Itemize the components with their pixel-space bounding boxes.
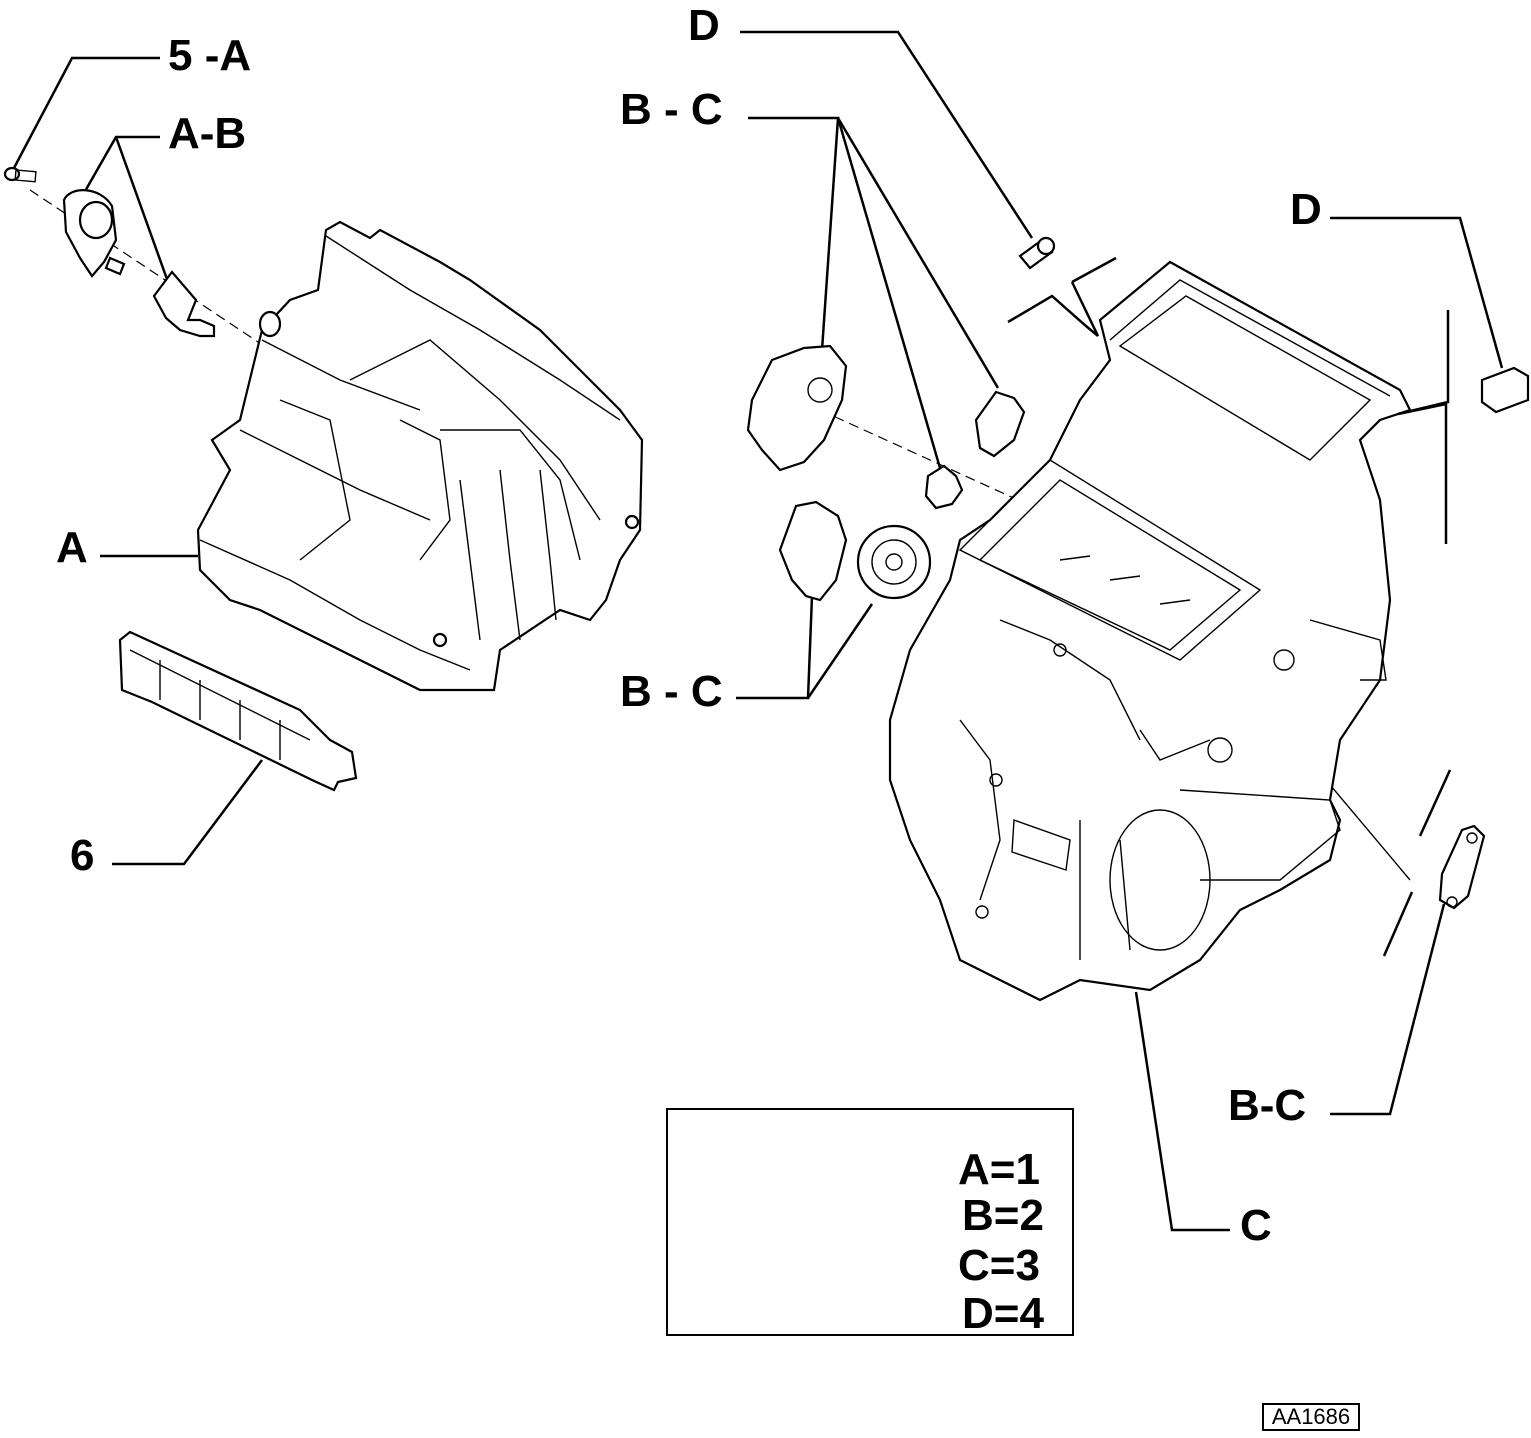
cap-top-part bbox=[1018, 236, 1056, 270]
callout-levers-top: B - C bbox=[620, 85, 723, 134]
leader-cap-right bbox=[1330, 216, 1504, 369]
link-right-part bbox=[1438, 824, 1486, 910]
leader-bracket-2 bbox=[114, 136, 170, 283]
leader-levers-top-3 bbox=[836, 117, 1000, 389]
housing-right-part bbox=[888, 260, 1412, 1002]
callout-screw: 5 -A bbox=[168, 31, 252, 80]
leader-levers-top-1 bbox=[748, 116, 840, 351]
leader-link-right bbox=[1330, 903, 1446, 1116]
leader-screw bbox=[12, 56, 160, 169]
callout-cap-right: D bbox=[1290, 185, 1322, 234]
levers-top-part bbox=[746, 344, 1026, 510]
screw-part bbox=[3, 166, 37, 183]
legend-row-a: A=1 bbox=[958, 1145, 1040, 1194]
leader-levers-bottom-2 bbox=[806, 603, 874, 699]
cap-right-part bbox=[1480, 366, 1530, 414]
legend-row-c: C=3 bbox=[958, 1241, 1040, 1290]
leader-lines bbox=[12, 30, 1504, 1232]
filter-cover-part bbox=[118, 630, 358, 792]
callout-housing-left: A bbox=[56, 523, 88, 572]
leader-levers-top-2 bbox=[836, 117, 942, 469]
bracket-part bbox=[62, 189, 216, 338]
legend-row-b: B=2 bbox=[962, 1191, 1044, 1240]
callout-filter-cover: 6 bbox=[70, 831, 95, 880]
legend-box bbox=[666, 1108, 1074, 1336]
callout-cap-top: D bbox=[688, 1, 720, 50]
callout-levers-bottom: B - C bbox=[620, 667, 723, 716]
leader-cap-top bbox=[740, 30, 1034, 239]
section-break-marks bbox=[1007, 256, 1452, 957]
housing-left-part bbox=[196, 220, 644, 692]
callout-link-right: B-C bbox=[1228, 1081, 1307, 1130]
reference-code: AA1686 bbox=[1262, 1403, 1360, 1431]
callout-bracket: A-B bbox=[168, 109, 247, 158]
levers-bottom-part bbox=[778, 500, 932, 602]
leader-filter-cover bbox=[112, 759, 263, 866]
leader-levers-bottom-1 bbox=[736, 595, 814, 700]
callout-housing-right: C bbox=[1240, 1201, 1272, 1250]
leader-housing-right bbox=[1134, 991, 1230, 1232]
legend-row-d: D=4 bbox=[962, 1289, 1044, 1338]
